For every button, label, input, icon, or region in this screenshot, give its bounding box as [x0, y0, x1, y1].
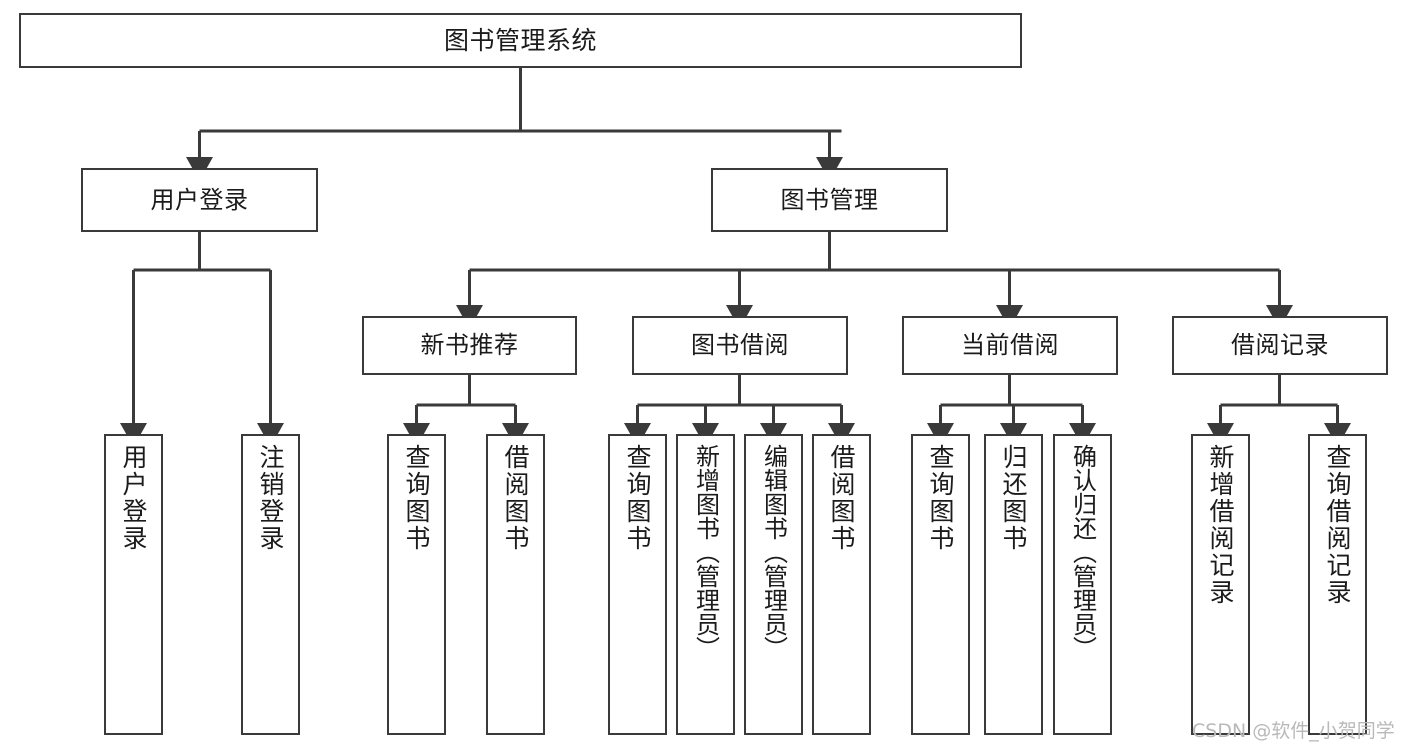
node-leaf-query-book-2-label: 查询图书 [623, 444, 652, 552]
node-book-borrow[interactable]: 图书借阅 [632, 316, 848, 375]
node-leaf-query-book-1[interactable]: 查询图书 [387, 434, 446, 735]
node-leaf-user-login-label: 用户登录 [119, 444, 148, 552]
node-leaf-edit-book[interactable]: 编辑图书（管理员） [744, 434, 803, 735]
node-book-manage-label: 图书管理 [780, 185, 879, 214]
node-leaf-add-record[interactable]: 新增借阅记录 [1191, 434, 1250, 735]
node-current-borrow[interactable]: 当前借阅 [902, 316, 1118, 375]
node-user-login-label: 用户登录 [150, 185, 249, 214]
csdn-watermark: CSDN @软件_小贺同学 [1192, 720, 1395, 742]
node-current-borrow-label: 当前借阅 [961, 331, 1059, 360]
node-leaf-add-book-label: 新增图书（管理员） [691, 444, 720, 660]
node-leaf-query-book-2[interactable]: 查询图书 [608, 434, 667, 735]
node-leaf-edit-book-label: 编辑图书（管理员） [759, 444, 788, 660]
node-leaf-borrow-book-2-label: 借阅图书 [827, 444, 856, 552]
node-leaf-user-logout[interactable]: 注销登录 [241, 434, 300, 735]
node-book-manage[interactable]: 图书管理 [711, 168, 948, 232]
node-leaf-return-book[interactable]: 归还图书 [984, 434, 1043, 735]
node-leaf-borrow-book-1[interactable]: 借阅图书 [486, 434, 545, 735]
node-leaf-borrow-book-1-label: 借阅图书 [501, 444, 530, 552]
node-leaf-add-record-label: 新增借阅记录 [1206, 444, 1235, 606]
node-leaf-user-logout-label: 注销登录 [256, 444, 285, 552]
node-leaf-borrow-book-2[interactable]: 借阅图书 [812, 434, 871, 735]
node-leaf-query-record-label: 查询借阅记录 [1323, 444, 1352, 606]
node-new-book-recommend-label: 新书推荐 [420, 331, 519, 360]
node-leaf-query-book-3-label: 查询图书 [926, 444, 955, 552]
node-leaf-query-book-3[interactable]: 查询图书 [911, 434, 970, 735]
node-leaf-confirm-return-label: 确认归还（管理员） [1068, 444, 1097, 660]
node-leaf-add-book[interactable]: 新增图书（管理员） [676, 434, 735, 735]
node-root[interactable]: 图书管理系统 [19, 13, 1022, 68]
node-book-borrow-label: 图书借阅 [691, 331, 789, 360]
node-borrow-record-label: 借阅记录 [1231, 331, 1329, 360]
node-root-label: 图书管理系统 [443, 25, 597, 55]
node-new-book-recommend[interactable]: 新书推荐 [362, 316, 577, 375]
node-borrow-record[interactable]: 借阅记录 [1172, 316, 1388, 375]
node-leaf-return-book-label: 归还图书 [999, 444, 1028, 552]
node-leaf-query-book-1-label: 查询图书 [402, 444, 431, 552]
node-user-login[interactable]: 用户登录 [81, 168, 318, 232]
node-leaf-user-login[interactable]: 用户登录 [104, 434, 163, 735]
node-leaf-query-record[interactable]: 查询借阅记录 [1308, 434, 1367, 735]
node-leaf-confirm-return[interactable]: 确认归还（管理员） [1053, 434, 1112, 735]
